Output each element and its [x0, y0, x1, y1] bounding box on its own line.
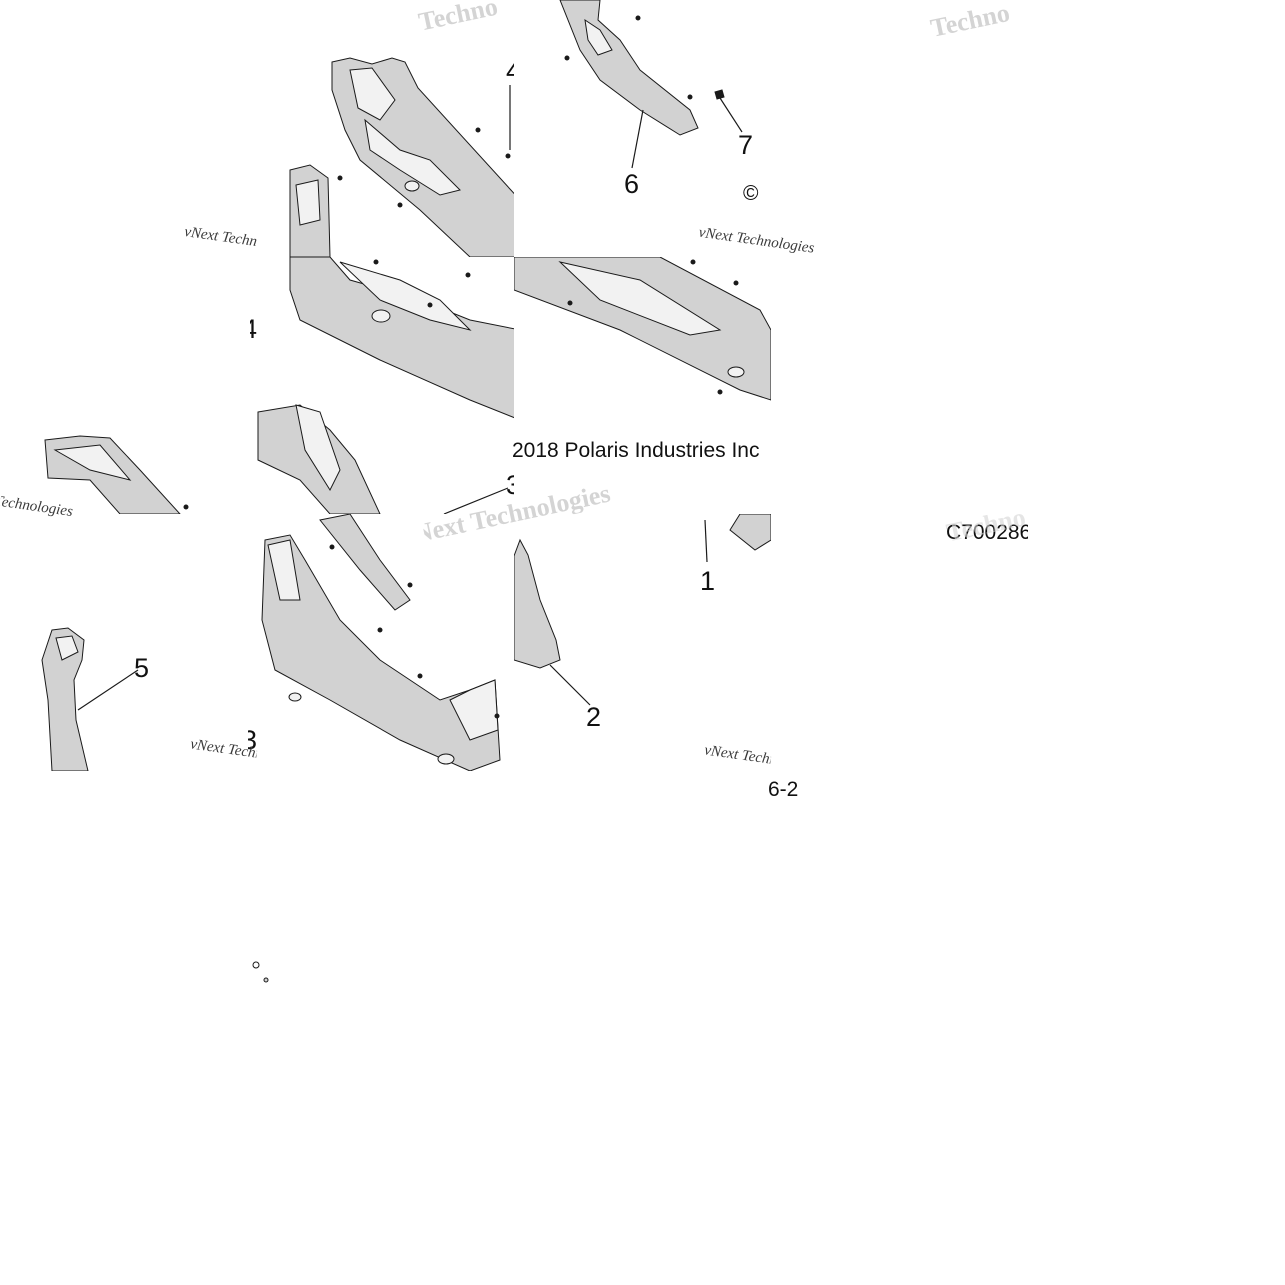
- callout-7: 7: [738, 130, 754, 160]
- drawing-code: C700286: [946, 522, 1028, 543]
- panel-item-2: [514, 514, 771, 706]
- callout-3-b: 3: [248, 727, 257, 754]
- rocker-panel-lower: [257, 257, 514, 514]
- callout-1: 1: [700, 566, 716, 596]
- stray-fasteners: [252, 961, 269, 983]
- rocker-assembly-lower: [261, 514, 501, 771]
- rocker-panel-right: [514, 257, 771, 401]
- trim-piece-item-5: [41, 627, 139, 771]
- rocker-panel-upper: [289, 57, 514, 257]
- callout-6: 6: [624, 169, 640, 199]
- copyright-text: 2018 Polaris Industries Inc: [512, 440, 760, 461]
- callout-3: 3: [506, 472, 514, 499]
- copyright-symbol: ©: [743, 182, 759, 205]
- callout-4-b: 4: [250, 316, 257, 343]
- callout-2: 2: [586, 702, 602, 732]
- page-number: 6-2: [768, 778, 799, 801]
- bracket-item-6: [559, 0, 743, 169]
- frame-corner: [44, 435, 189, 514]
- callout-4: 4: [506, 58, 514, 85]
- callout-5: 5: [134, 653, 150, 683]
